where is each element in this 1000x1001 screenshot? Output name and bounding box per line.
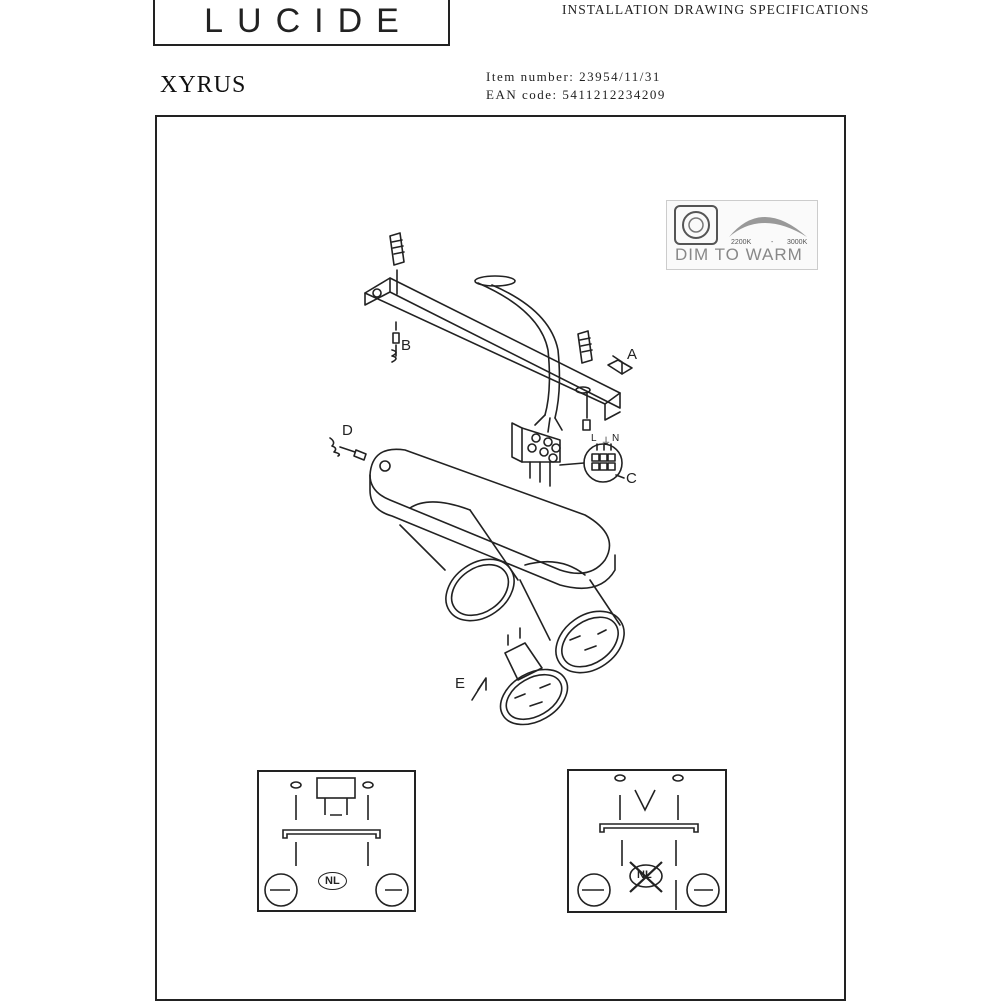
temp-separator: - — [771, 239, 774, 246]
product-name: XYRUS — [160, 72, 247, 98]
terminal-block — [511, 422, 561, 487]
spotlight-left — [399, 501, 519, 622]
screw-d — [329, 437, 367, 461]
callout-a: A — [627, 346, 638, 363]
item-number: Item number: 23954/11/31 — [486, 69, 661, 84]
nl-label-panel-1: NL — [318, 872, 347, 890]
dim-to-warm-badge: 2200K - 3000K DIM TO WARM — [666, 200, 818, 270]
screw-b — [391, 321, 400, 363]
spotlight-right — [519, 560, 625, 674]
terminal-neutral-label: N — [612, 433, 620, 444]
document-title: INSTALLATION DRAWING SPECIFICATIONS — [562, 2, 870, 17]
callout-c: C — [626, 470, 637, 487]
callout-b: B — [401, 337, 412, 354]
product-meta: Item number: 23954/11/31 EAN code: 54112… — [486, 68, 666, 104]
gu10-bulb-e — [499, 627, 569, 726]
mounting-panel-1 — [257, 770, 416, 912]
luminaire-canopy — [369, 448, 616, 590]
wall-plug-left — [389, 232, 405, 295]
terminal-live-label: L — [591, 433, 597, 444]
mounting-panel-2 — [567, 769, 727, 913]
brand-logo-text: LUCIDE — [204, 2, 413, 40]
terminal-earth-label: ⏚ — [601, 437, 611, 448]
brand-logo: LUCIDE — [153, 0, 450, 46]
temp-high-label: 3000K — [787, 239, 808, 246]
wall-plug-right — [577, 330, 593, 419]
dimmer-knob-icon — [674, 205, 807, 245]
dim-to-warm-label: DIM TO WARM — [675, 245, 803, 264]
mounting-bracket — [364, 277, 621, 421]
ean-code: EAN code: 5411212234209 — [486, 87, 666, 102]
callout-d: D — [342, 422, 353, 439]
temp-low-label: 2200K — [731, 239, 752, 246]
callout-e: E — [455, 675, 466, 692]
mains-cable — [474, 275, 563, 433]
cable-clip-a — [607, 355, 633, 375]
connector-detail-c — [559, 443, 625, 483]
screw-right — [582, 419, 591, 431]
nl-label-panel-2: NL — [637, 869, 652, 881]
